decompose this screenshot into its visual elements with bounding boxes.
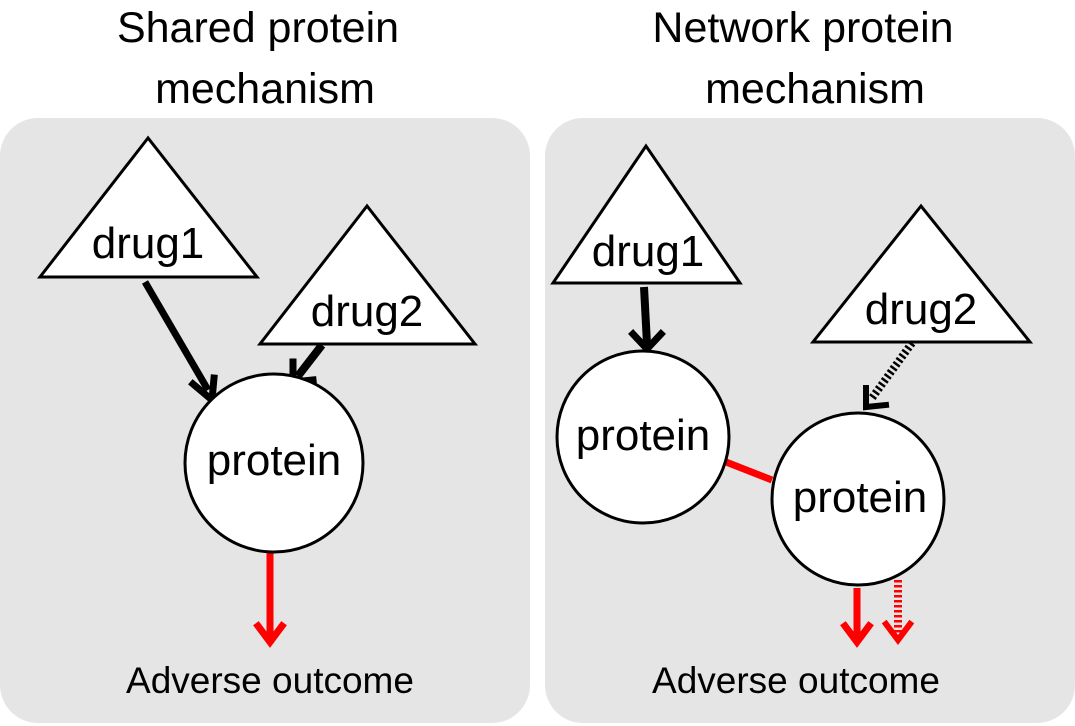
panel2-protein-link — [724, 458, 774, 484]
panel1-protein-node: protein — [183, 372, 365, 554]
panel1-drug2-node: drug2 — [256, 203, 479, 346]
panel2-drug2-edge — [863, 340, 916, 411]
panel2-drug1-label: drug1 — [592, 227, 705, 276]
panel1-title-line1: Shared protein — [117, 4, 399, 52]
panel2-title-line2: mechanism — [705, 65, 925, 113]
panel2-adverse-edge-dashed — [881, 580, 915, 645]
panel1-adverse-edge — [253, 553, 287, 648]
panel1-title-line2: mechanism — [155, 65, 375, 113]
panel1-drug2-label: drug2 — [311, 287, 424, 336]
panel1-drug1-label: drug1 — [92, 219, 205, 268]
panel1-outcome-label: Adverse outcome — [126, 660, 414, 701]
panel2-drug1-edge — [628, 286, 666, 355]
panel2-title-line1: Network protein — [652, 4, 953, 52]
panel2-drug2-node: drug2 — [809, 203, 1034, 344]
panel2-protein-a-label: protein — [576, 411, 711, 460]
panel1-protein-label: protein — [207, 436, 342, 485]
panel-shared-protein: drug1 drug2 protein Adverse outcome — [0, 118, 530, 723]
panel2-outcome-label: Adverse outcome — [652, 660, 940, 701]
panel2-drug1-node: drug1 — [550, 143, 743, 285]
panel2-drug2-label: drug2 — [865, 285, 978, 334]
panel1-drug1-node: drug1 — [36, 135, 261, 279]
panel2-protein-b-label: protein — [793, 473, 928, 522]
panel2-protein-a-node: protein — [555, 349, 731, 525]
panel2-protein-b-node: protein — [770, 411, 946, 587]
panel-network-protein: drug1 drug2 protein protein Adverse outc… — [545, 118, 1075, 723]
panel2-adverse-edge-solid — [840, 588, 874, 648]
